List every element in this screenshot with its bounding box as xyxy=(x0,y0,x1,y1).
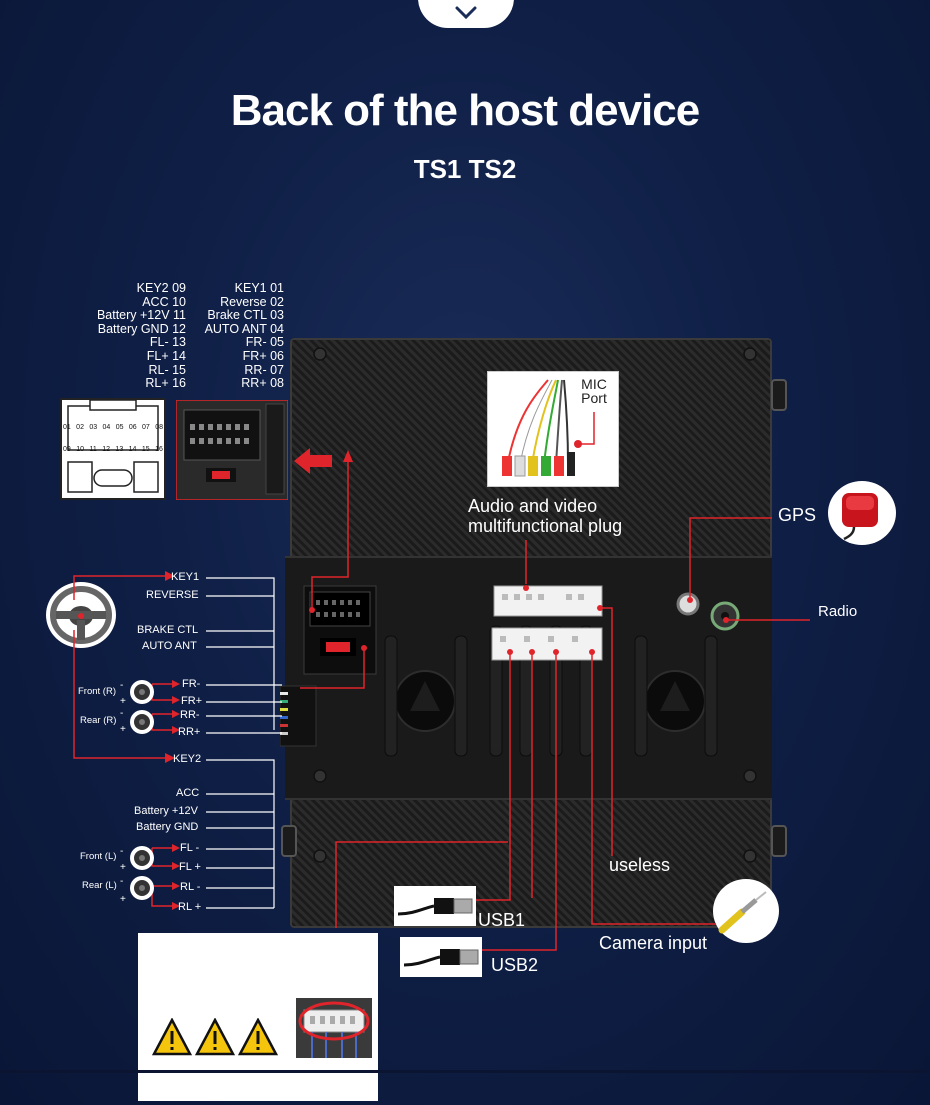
gps-label: GPS xyxy=(778,505,817,525)
warning-icon xyxy=(194,1018,236,1056)
pin-label: Battery +12V 11 xyxy=(96,308,186,323)
warning-icon xyxy=(237,1018,279,1056)
wire-label-battery-gnd: Battery GND xyxy=(136,821,199,833)
speaker-label-front-r: Front (R) xyxy=(78,686,116,697)
pin-number: 04 xyxy=(102,424,111,431)
pin-number: 14 xyxy=(128,446,137,453)
wire-label-auto-ant: AUTO ANT xyxy=(142,640,197,652)
svg-text:-: - xyxy=(120,876,123,887)
wire-label-brake: BRAKE CTL xyxy=(137,624,199,636)
pin-number: 13 xyxy=(115,446,124,453)
pin-number: 05 xyxy=(115,424,124,431)
pin-number: 11 xyxy=(89,446,97,453)
pin-label: ACC 10 xyxy=(142,294,186,309)
speaker-label-rear-l: Rear (L) xyxy=(82,880,117,891)
wire-label-fl-plus: FL + xyxy=(179,861,201,873)
svg-text:-: - xyxy=(120,708,123,719)
pin-label: KEY1 01 xyxy=(234,281,284,295)
radio-label: Radio xyxy=(818,603,858,620)
pinout-left-list: KEY2 09 ACC 10 Battery +12V 11 Battery G… xyxy=(72,281,186,391)
rca-plug-icon xyxy=(502,379,595,477)
useless-label: useless xyxy=(609,855,671,875)
page-title: Back of the host device xyxy=(230,86,700,135)
bottom-divider xyxy=(0,1070,930,1073)
wire-label-reverse: REVERSE xyxy=(146,589,199,601)
usb-cable-icon xyxy=(394,886,476,926)
pin-label: RR+ 08 xyxy=(241,376,284,391)
pin-label: RR- 07 xyxy=(244,362,284,377)
wire-label-rl-minus: RL - xyxy=(180,881,201,893)
wire-label-acc: ACC xyxy=(176,787,200,799)
pin-number: 16 xyxy=(155,446,163,453)
svg-text:+: + xyxy=(120,862,126,873)
steering-wheel-icon xyxy=(46,582,116,648)
speaker-icon xyxy=(130,680,154,900)
gps-antenna-icon xyxy=(828,481,896,545)
pin-number: 03 xyxy=(89,424,98,431)
wire-label-battery-12v: Battery +12V xyxy=(134,805,198,817)
wire-label-rr-minus: RR- xyxy=(180,709,200,721)
device-details xyxy=(280,347,787,863)
svg-text:+: + xyxy=(120,894,126,905)
pin-number: 09 xyxy=(63,446,71,453)
pin-label: FL- 13 xyxy=(149,335,186,350)
connector-bottom-pins: 09 10 11 12 13 14 15 16 xyxy=(63,446,163,453)
pin-number: 15 xyxy=(141,446,150,453)
wire-label-fr-minus: FR- xyxy=(182,678,201,690)
pin-number: 07 xyxy=(142,424,150,431)
pin-number: 12 xyxy=(102,446,110,453)
pin-label: FR+ 06 xyxy=(242,348,284,363)
warning-icons xyxy=(152,1018,279,1056)
svg-text:-: - xyxy=(120,846,123,857)
pin-label: KEY2 09 xyxy=(136,281,186,295)
usb1-label: USB1 xyxy=(478,910,526,930)
pin-label: AUTO ANT 04 xyxy=(204,321,284,336)
wire-label-key2: KEY2 xyxy=(173,753,202,765)
connector-warning-photo xyxy=(296,998,372,1058)
pin-label: Battery GND 12 xyxy=(97,321,186,336)
arrow-left-icon xyxy=(294,448,332,474)
pin-number: 08 xyxy=(155,424,163,431)
pin-label: Reverse 02 xyxy=(220,294,284,309)
svg-text:+: + xyxy=(120,696,126,707)
connector-photo xyxy=(176,400,288,500)
wire-label-rl-plus: RL + xyxy=(178,901,202,913)
speaker-label-rear-r: Rear (R) xyxy=(80,715,117,726)
camera-rca-icon xyxy=(713,879,779,943)
pin-label: RL- 15 xyxy=(148,362,186,377)
pin-number: 06 xyxy=(128,424,137,431)
wire-label-rr-plus: RR+ xyxy=(178,726,201,738)
pin-label: FL+ 14 xyxy=(146,348,186,363)
usb-cable-icon xyxy=(400,937,482,977)
wire-label-fr-plus: FR+ xyxy=(181,695,203,707)
svg-text:+: + xyxy=(120,724,126,735)
collapse-tab[interactable] xyxy=(418,0,514,28)
pin-number: 10 xyxy=(76,446,85,453)
pin-label: Brake CTL 03 xyxy=(207,308,284,323)
pin-number: 02 xyxy=(76,424,84,431)
chevron-down-icon xyxy=(455,6,477,20)
connector-pinout-diagram xyxy=(60,398,166,500)
page-subtitle: TS1 TS2 xyxy=(413,154,517,184)
pin-label: FR- 05 xyxy=(245,335,284,350)
pinout-right-list: KEY1 01 Reverse 02 Brake CTL 03 AUTO ANT… xyxy=(186,281,284,391)
svg-text:-: - xyxy=(120,680,123,691)
pin-number: 01 xyxy=(63,424,71,431)
camera-label: Camera input xyxy=(599,933,708,953)
wire-label-key1: KEY1 xyxy=(171,571,200,583)
speaker-icons: -+ -+ -+ -+ xyxy=(120,680,154,905)
usb2-label: USB2 xyxy=(491,955,539,975)
pin-label: RL+ 16 xyxy=(145,376,186,391)
connector-top-pins: 01 02 03 04 05 06 07 08 xyxy=(63,424,163,431)
warning-icon xyxy=(152,1018,193,1056)
wire-label-fl-minus: FL - xyxy=(180,842,200,854)
speaker-label-front-l: Front (L) xyxy=(80,851,117,862)
